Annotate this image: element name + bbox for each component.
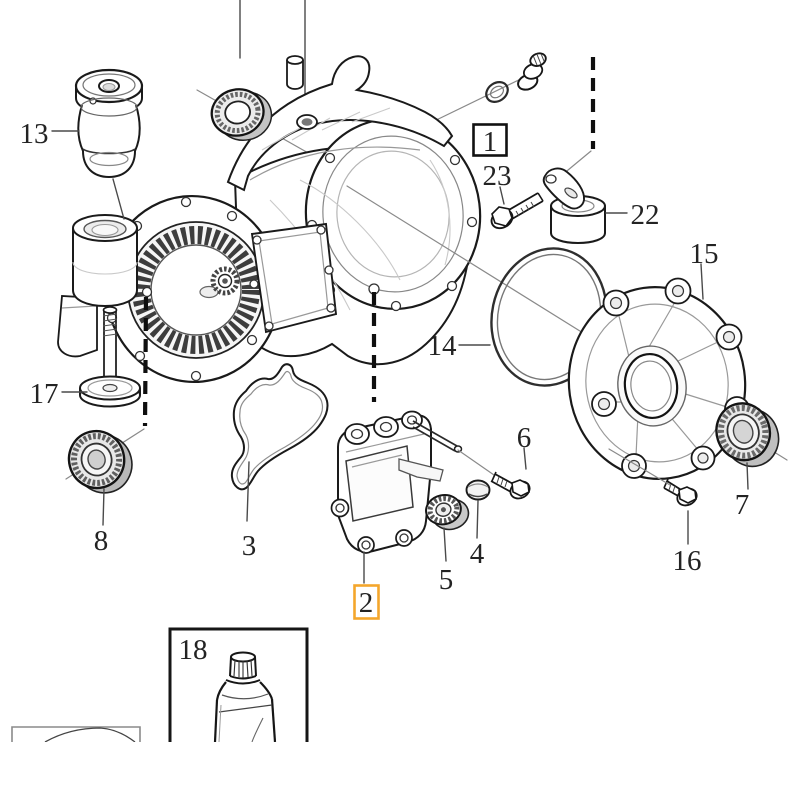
drain-plug	[517, 52, 547, 91]
part-13-bushing	[74, 68, 144, 220]
part-2-actuator	[330, 410, 495, 554]
part-label-5: 5	[439, 564, 454, 596]
input-shaft-seal	[210, 88, 273, 141]
arm-boss	[286, 55, 304, 90]
part-7-seal	[715, 402, 780, 468]
part-label-4: 4	[470, 538, 485, 570]
part-label-17: 17	[30, 378, 59, 410]
part-5-plug	[425, 494, 470, 531]
part-label-7: 7	[735, 489, 750, 521]
part-label-14: 14	[428, 330, 458, 362]
part-label-16: 16	[673, 545, 702, 577]
label-frame-1	[472, 123, 508, 157]
pinion-gear	[199, 266, 240, 299]
part-label-18: 18	[179, 634, 208, 666]
label-leader-lines	[51, 130, 749, 584]
part-label-3: 3	[242, 530, 257, 562]
part-labels: 1 2 13 17 8 3 5 4 6 14 15 7 16 22 23 18	[20, 118, 750, 666]
part-6-bolt	[490, 471, 531, 500]
ring-gear	[127, 221, 265, 359]
bottom-left-box	[11, 726, 141, 742]
main-housing	[57, 55, 482, 384]
drain-plug-oring	[485, 81, 509, 103]
part-label-2: 2	[359, 587, 374, 619]
oil-box-18	[168, 627, 309, 742]
part-label-1: 1	[483, 126, 498, 158]
part-22-breather	[542, 167, 606, 245]
part-17-stud	[79, 306, 141, 408]
part-16-bolt	[663, 478, 698, 507]
part-8-seal	[67, 429, 133, 494]
part-label-23: 23	[483, 160, 512, 192]
oil-bottle	[213, 651, 277, 742]
part-label-8: 8	[94, 525, 109, 557]
part-label-6: 6	[517, 422, 532, 454]
part-3-gasket	[230, 363, 329, 491]
part-label-22: 22	[631, 199, 660, 231]
left-mount	[57, 214, 138, 358]
label-frame-2	[353, 584, 380, 620]
part-label-13: 13	[20, 118, 49, 150]
part-15-cover	[567, 277, 750, 480]
part-label-15: 15	[690, 238, 719, 270]
part-23-bolt	[490, 192, 544, 230]
part-4-cap	[465, 479, 491, 501]
